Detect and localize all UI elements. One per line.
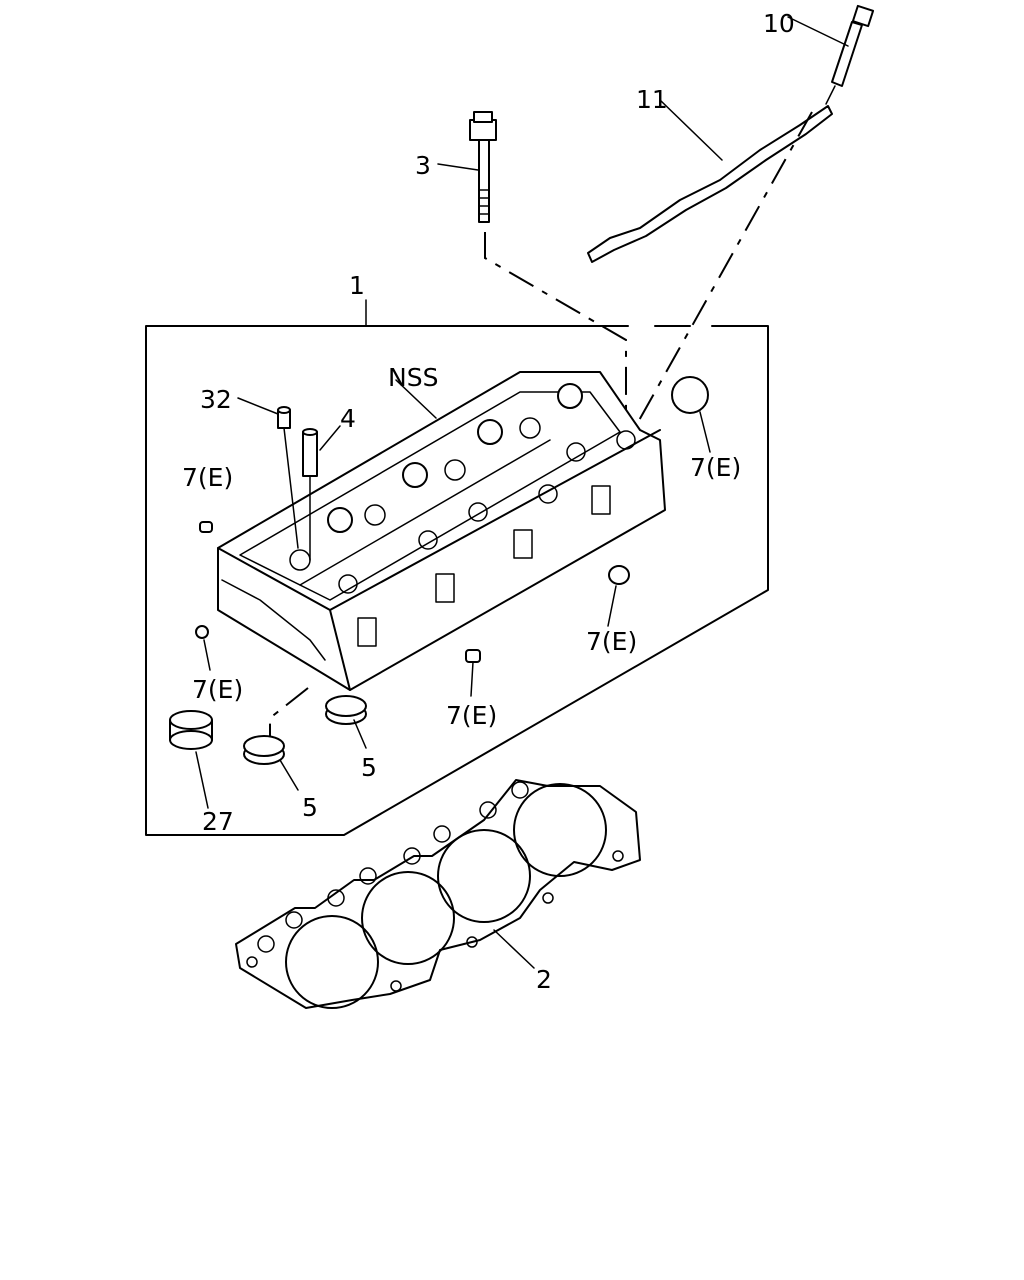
callout-11: 11 [636,85,668,114]
location-lines [269,111,813,742]
callout-32: 32 [200,385,232,414]
part-32-part-4-guides [237,397,341,561]
callout-7e-right: 7(E) [690,453,741,482]
part-3-head-bolt [437,111,497,223]
callout-7e-center: 7(E) [446,701,497,730]
callout-5-right: 5 [361,753,377,782]
callout-10: 10 [763,9,795,38]
cylinder-head [217,371,666,691]
callout-5-left: 5 [302,793,318,822]
callout-7e-mid-right: 7(E) [586,627,637,656]
expansion-plugs [195,376,711,697]
part-11-connector-bar [587,99,833,263]
callout-7e-top-left: 7(E) [182,463,233,492]
callout-4: 4 [340,404,356,433]
callout-27: 27 [202,807,234,836]
assembly-frame [145,299,769,836]
part-5-part-27-seals [169,695,367,809]
callout-2: 2 [536,965,552,994]
part-2-head-gasket [235,779,641,1009]
part-10-glow-plug [787,4,875,105]
callout-7e-left: 7(E) [192,675,243,704]
callout-3: 3 [415,151,431,180]
callout-nss: NSS [388,363,438,392]
callout-1: 1 [349,271,365,300]
